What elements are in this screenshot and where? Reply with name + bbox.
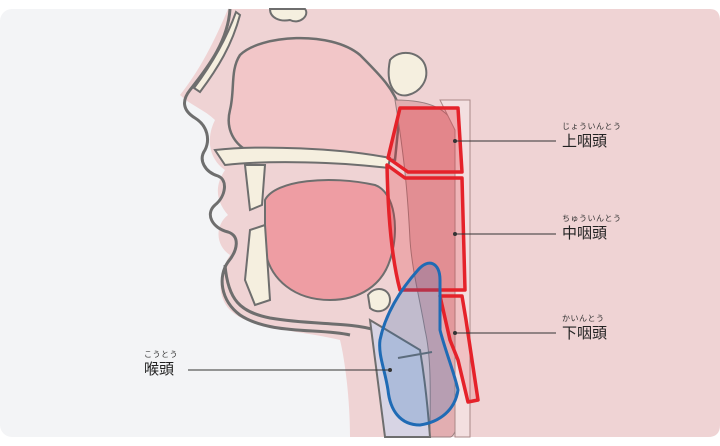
upper-jaw <box>243 164 267 212</box>
ruby-upper-pharynx: じょういんとう <box>562 122 622 131</box>
jaw-outline <box>223 264 376 332</box>
skull-bone-2 <box>387 51 428 97</box>
leader-middle-dot <box>453 232 457 236</box>
hyoid-bone <box>366 288 392 313</box>
text-lower-pharynx: 下咽頭 <box>562 324 608 342</box>
ruby-middle-pharynx: ちゅういんとう <box>562 214 622 223</box>
text-upper-pharynx: 上咽頭 <box>562 132 608 150</box>
trachea <box>368 318 432 438</box>
upper-pharynx-outline <box>386 106 464 174</box>
vocal-cord-line <box>397 351 433 359</box>
lower-pharynx-outline <box>438 294 480 404</box>
label-upper-pharynx: じょういんとう 上咽頭 <box>562 122 622 150</box>
hard-palate <box>213 146 392 170</box>
ruby-lower-pharynx: かいんとう <box>562 314 605 323</box>
face-outline <box>183 8 351 337</box>
skull-bone-1 <box>268 8 308 23</box>
lower-jaw <box>243 223 272 307</box>
middle-pharynx-outline <box>385 163 467 292</box>
label-lower-pharynx: かいんとう 下咽頭 <box>562 314 607 342</box>
text-larynx: 喉頭 <box>144 360 175 378</box>
leader-larynx-dot <box>388 368 392 372</box>
leader-lower-dot <box>453 331 457 335</box>
oral-cavity <box>264 179 396 302</box>
ruby-larynx: こうとう <box>144 350 178 359</box>
label-middle-pharynx: ちゅういんとう 中咽頭 <box>562 214 622 242</box>
nasal-bone <box>192 10 242 94</box>
label-larynx: こうとう 喉頭 <box>144 350 178 378</box>
text-middle-pharynx: 中咽頭 <box>562 224 608 242</box>
leader-upper-dot <box>453 139 457 143</box>
larynx-outline <box>378 261 460 427</box>
